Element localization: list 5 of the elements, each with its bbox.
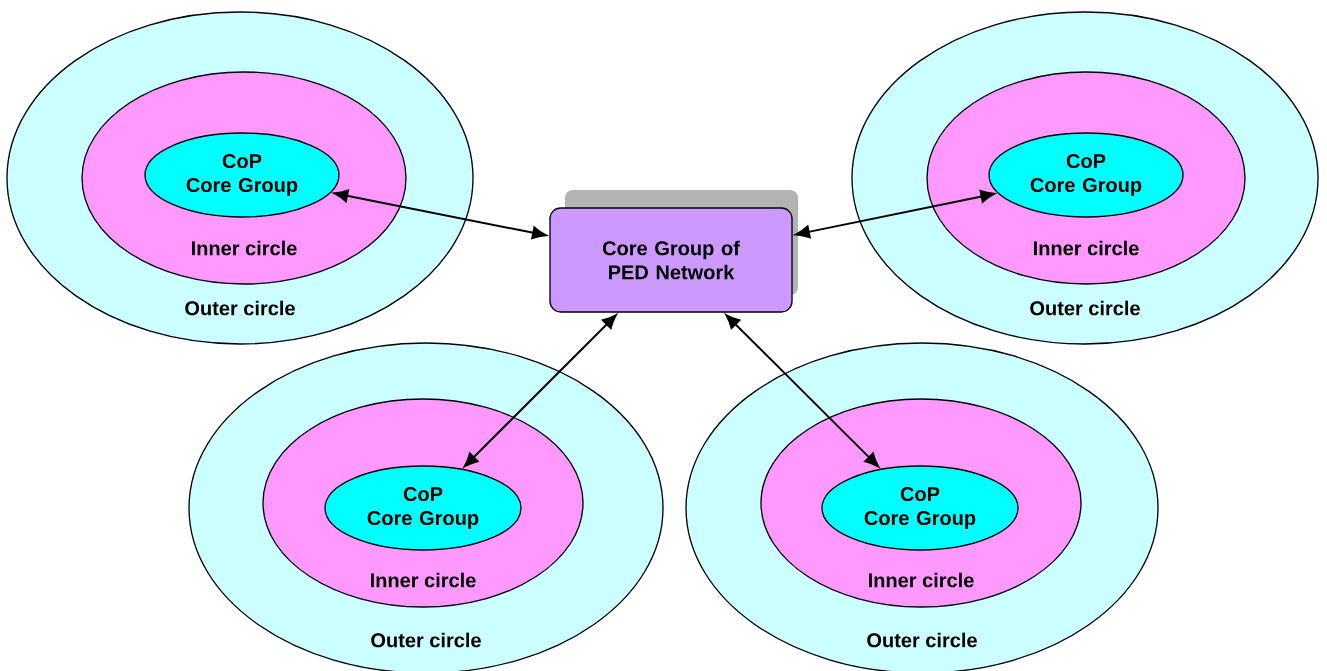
rounded-box: Core Group of PED Network	[549, 190, 798, 313]
arrow	[463, 314, 617, 468]
arrow	[795, 190, 995, 239]
arrow	[333, 189, 547, 240]
arrow	[725, 314, 880, 468]
